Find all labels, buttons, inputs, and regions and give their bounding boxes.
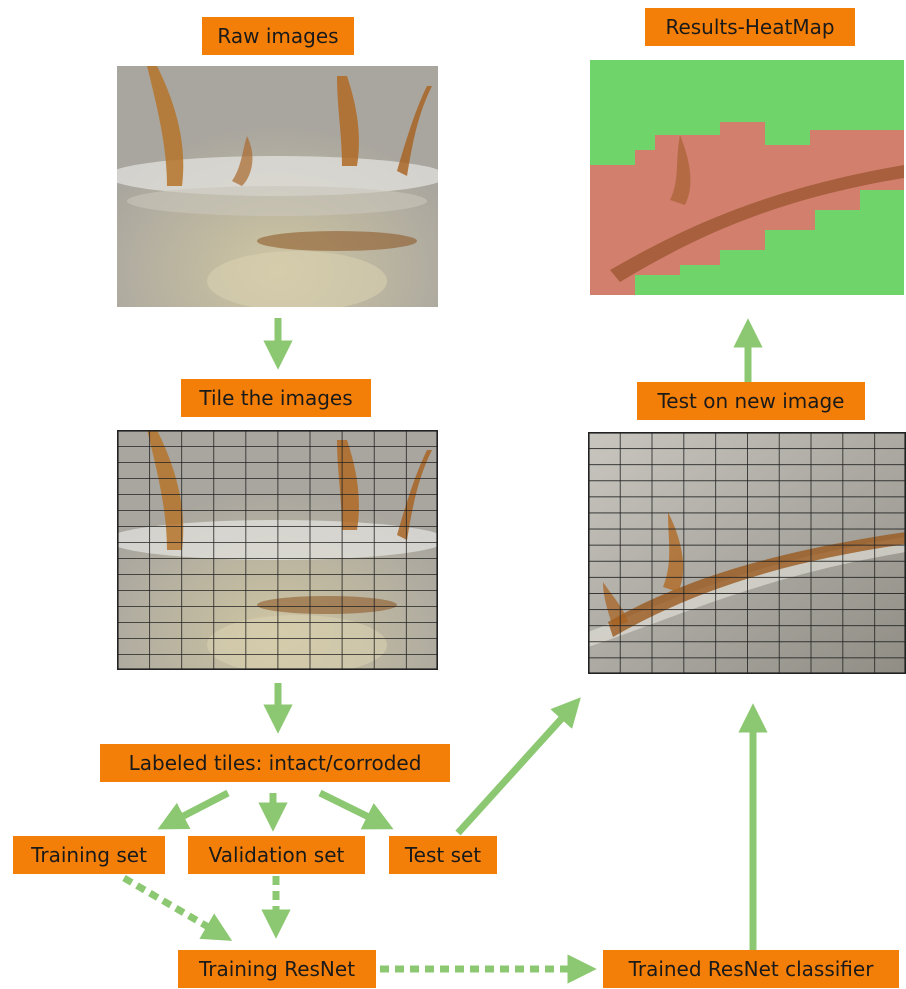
- validation-set-label: Validation set: [188, 836, 365, 874]
- test-set-label: Test set: [389, 836, 497, 874]
- arrow-test-to-newimage: [458, 706, 573, 833]
- arrow-labeled-to-test: [320, 793, 383, 824]
- arrow-labeled-to-training: [168, 793, 228, 824]
- results-heatmap-label: Results-HeatMap: [645, 8, 855, 46]
- tile-images-label: Tile the images: [181, 379, 371, 417]
- dashed-training-to-resnet: [124, 878, 222, 935]
- trained-classifier-label: Trained ResNet classifier: [603, 950, 899, 988]
- training-resnet-label: Training ResNet: [178, 950, 376, 988]
- raw-images-label: Raw images: [202, 17, 354, 55]
- test-new-image-label: Test on new image: [637, 382, 865, 420]
- labeled-tiles-label: Labeled tiles: intact/corroded: [100, 744, 450, 782]
- training-set-label: Training set: [13, 836, 165, 874]
